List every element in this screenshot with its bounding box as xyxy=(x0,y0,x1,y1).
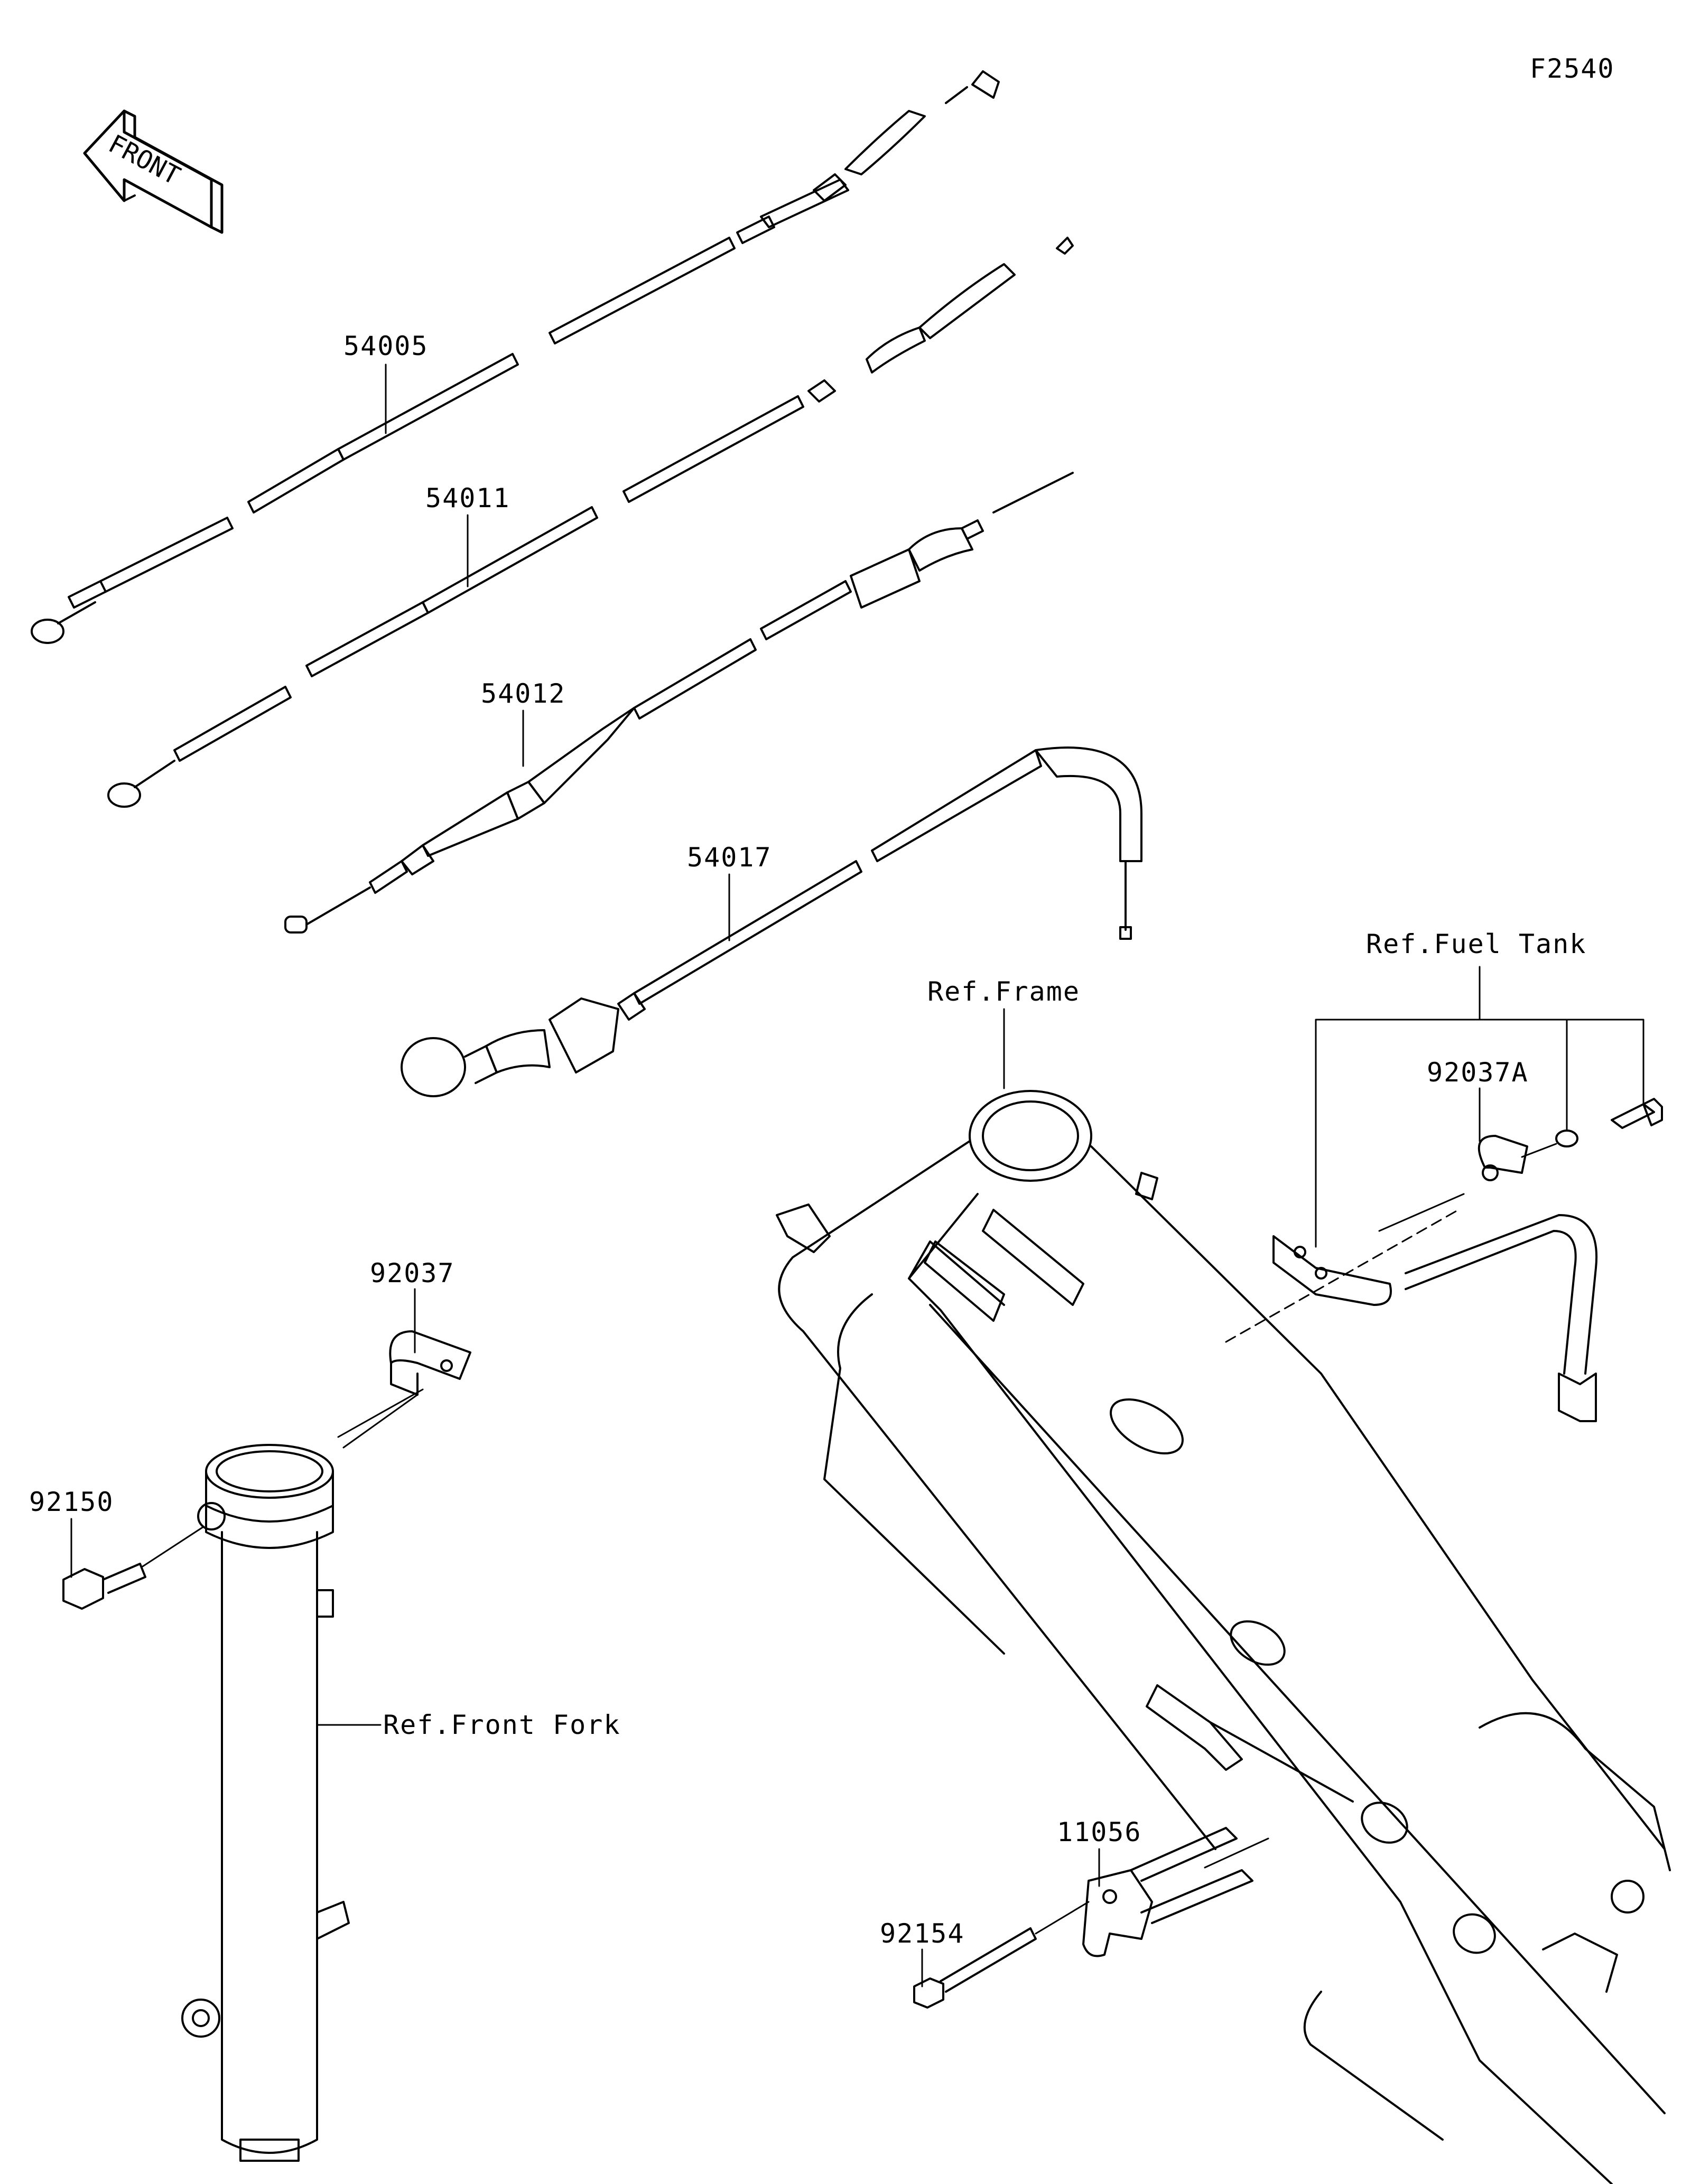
cable-54017 xyxy=(401,746,1142,1097)
callout-54012: 54012 xyxy=(481,678,566,709)
leader-92150-to-fork xyxy=(142,1526,205,1567)
bolt-fuel-tank-icon xyxy=(1611,1098,1663,1129)
washer-icon xyxy=(1555,1130,1578,1147)
callout-54011: 54011 xyxy=(425,483,510,514)
label-leaders xyxy=(70,363,1644,1987)
fuel-tank-dash-leader xyxy=(1225,1209,1460,1343)
cable-54005 xyxy=(31,70,1000,644)
ref-fuel-tank-label: Ref.Fuel Tank xyxy=(1366,929,1587,959)
hanger-11056-icon xyxy=(1082,1827,1253,1957)
clamp-92037-icon xyxy=(389,1330,471,1396)
front-arrow-label: FRONT xyxy=(104,129,185,191)
fuel-tank-bracket-icon xyxy=(1272,1214,1598,1422)
bolt-92150-icon xyxy=(62,1563,146,1610)
callout-92150: 92150 xyxy=(29,1487,114,1517)
callout-54017: 54017 xyxy=(687,842,772,873)
figure-id: F2540 xyxy=(1530,53,1615,84)
cable-54012 xyxy=(284,472,1074,934)
callout-92037: 92037 xyxy=(370,1258,455,1289)
frame-icon xyxy=(776,1090,1671,2184)
leader-92154-to-hanger xyxy=(1035,1901,1090,1935)
callout-54005: 54005 xyxy=(343,331,429,361)
front-fork-icon xyxy=(181,1444,350,2162)
front-arrow-icon: FRONT xyxy=(83,109,224,234)
clamp-92037a-icon xyxy=(1478,1135,1528,1181)
leader-hanger-to-frame xyxy=(1204,1837,1269,1869)
ref-frame-label: Ref.Frame xyxy=(927,976,1080,1007)
leader-92037-dash xyxy=(337,1388,424,1438)
bolt-92154-icon xyxy=(913,1927,1037,2009)
cable-54011 xyxy=(107,237,1074,808)
callout-92154: 92154 xyxy=(880,1918,965,1949)
callout-92037a: 92037A xyxy=(1427,1057,1529,1088)
ref-front-fork-label: Ref.Front Fork xyxy=(383,1710,621,1740)
leader-92037a-tank xyxy=(1378,1193,1465,1232)
leader-washer-to-clamp xyxy=(1521,1143,1557,1158)
leader-92037-to-fork xyxy=(342,1394,419,1449)
callout-11056: 11056 xyxy=(1057,1817,1142,1847)
